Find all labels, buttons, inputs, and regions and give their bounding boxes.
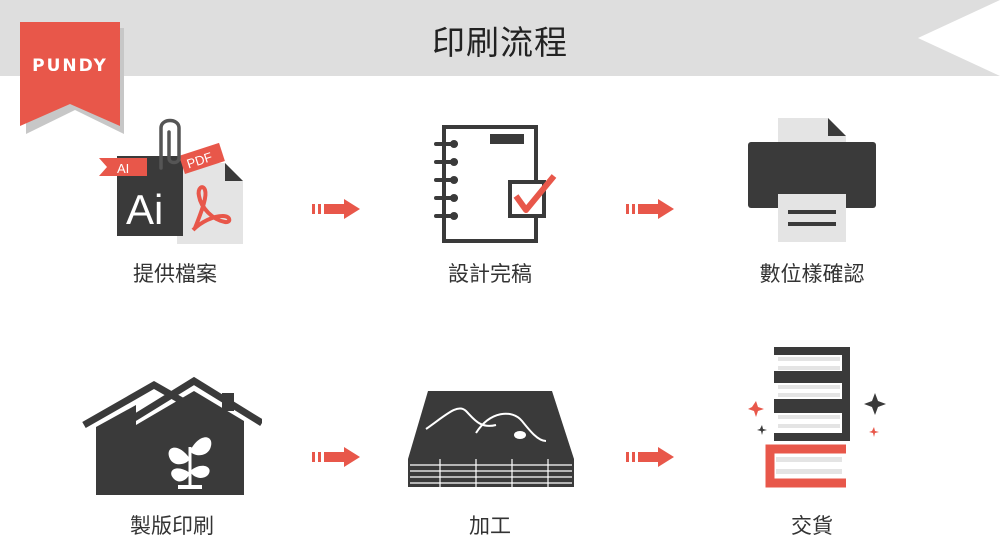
step-label: 數位樣確認 xyxy=(759,262,865,286)
house-sprout-icon xyxy=(82,375,264,515)
arrow-icon xyxy=(626,447,676,467)
logo-text: PUNDY xyxy=(32,56,108,76)
bound-book-icon xyxy=(400,375,580,515)
notebook-checkmark-icon xyxy=(400,118,580,258)
arrow-icon xyxy=(312,447,362,467)
arrow-icon xyxy=(626,199,676,219)
arrow-icon xyxy=(312,199,362,219)
ai-pdf-files-icon: Ai AI PDF xyxy=(85,118,265,258)
step-label: 提供檔案 xyxy=(133,262,217,286)
page-title: 印刷流程 xyxy=(432,23,568,62)
step-label: 製版印刷 xyxy=(130,514,214,538)
printer-icon xyxy=(722,118,902,258)
logo: PUNDY xyxy=(20,22,126,134)
ai-big-label: Ai xyxy=(126,186,163,233)
step-label: 交貨 xyxy=(791,514,833,538)
ai-tag-label: AI xyxy=(117,161,129,176)
step-label: 加工 xyxy=(469,514,511,538)
book-stack-icon xyxy=(722,345,902,505)
step-label: 設計完稿 xyxy=(448,262,532,286)
header-banner: 印刷流程 xyxy=(0,0,1000,76)
